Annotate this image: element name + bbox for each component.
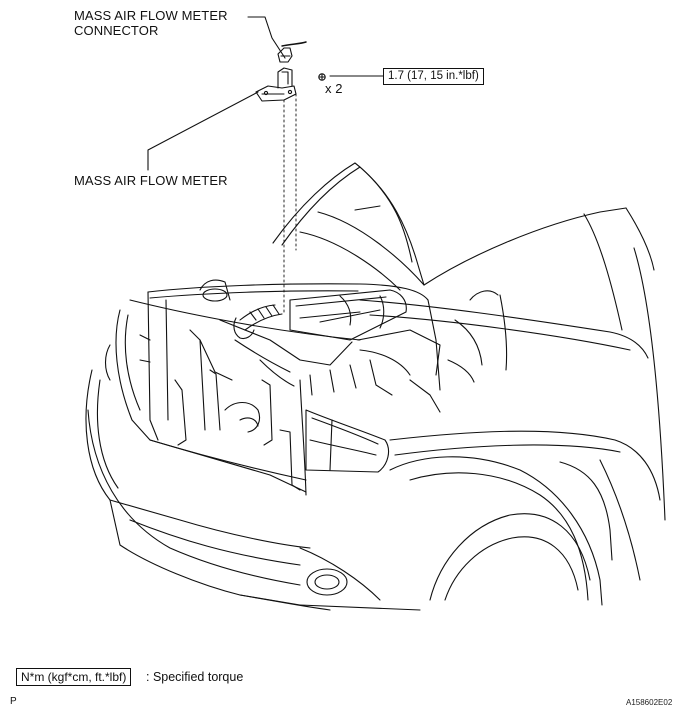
mass-air-flow-meter-part bbox=[256, 68, 296, 101]
engine bbox=[200, 280, 498, 412]
mass-air-flow-meter-connector bbox=[278, 42, 306, 62]
body-side bbox=[360, 300, 660, 580]
front-bumper bbox=[86, 370, 420, 610]
windshield-and-cab bbox=[424, 208, 665, 520]
bolts bbox=[319, 74, 325, 80]
grille bbox=[106, 310, 307, 492]
front-tire bbox=[430, 514, 590, 600]
page-letter: P bbox=[10, 696, 17, 707]
engine-bay-opening bbox=[130, 284, 507, 390]
leader-lines bbox=[148, 17, 383, 170]
torque-legend-text: : Specified torque bbox=[146, 670, 244, 684]
fender-and-wheel-arch bbox=[390, 457, 612, 605]
torque-spec-box: 1.7 (17, 15 in.*lbf) bbox=[383, 68, 484, 85]
torque-unit-box: N*m (kgf*cm, ft.*lbf) bbox=[16, 668, 132, 686]
connector-label-line1: MASS AIR FLOW METER bbox=[74, 8, 228, 23]
radiator-support bbox=[148, 292, 306, 495]
figure-code: A158602E02 bbox=[626, 698, 673, 707]
bolt-quantity: x 2 bbox=[325, 81, 343, 96]
headlamp bbox=[306, 410, 389, 472]
hood bbox=[273, 163, 424, 290]
installation-guides bbox=[284, 94, 296, 312]
connector-label-line2: CONNECTOR bbox=[74, 23, 159, 38]
meter-label: MASS AIR FLOW METER bbox=[74, 173, 228, 188]
fog-lamp bbox=[307, 569, 347, 595]
